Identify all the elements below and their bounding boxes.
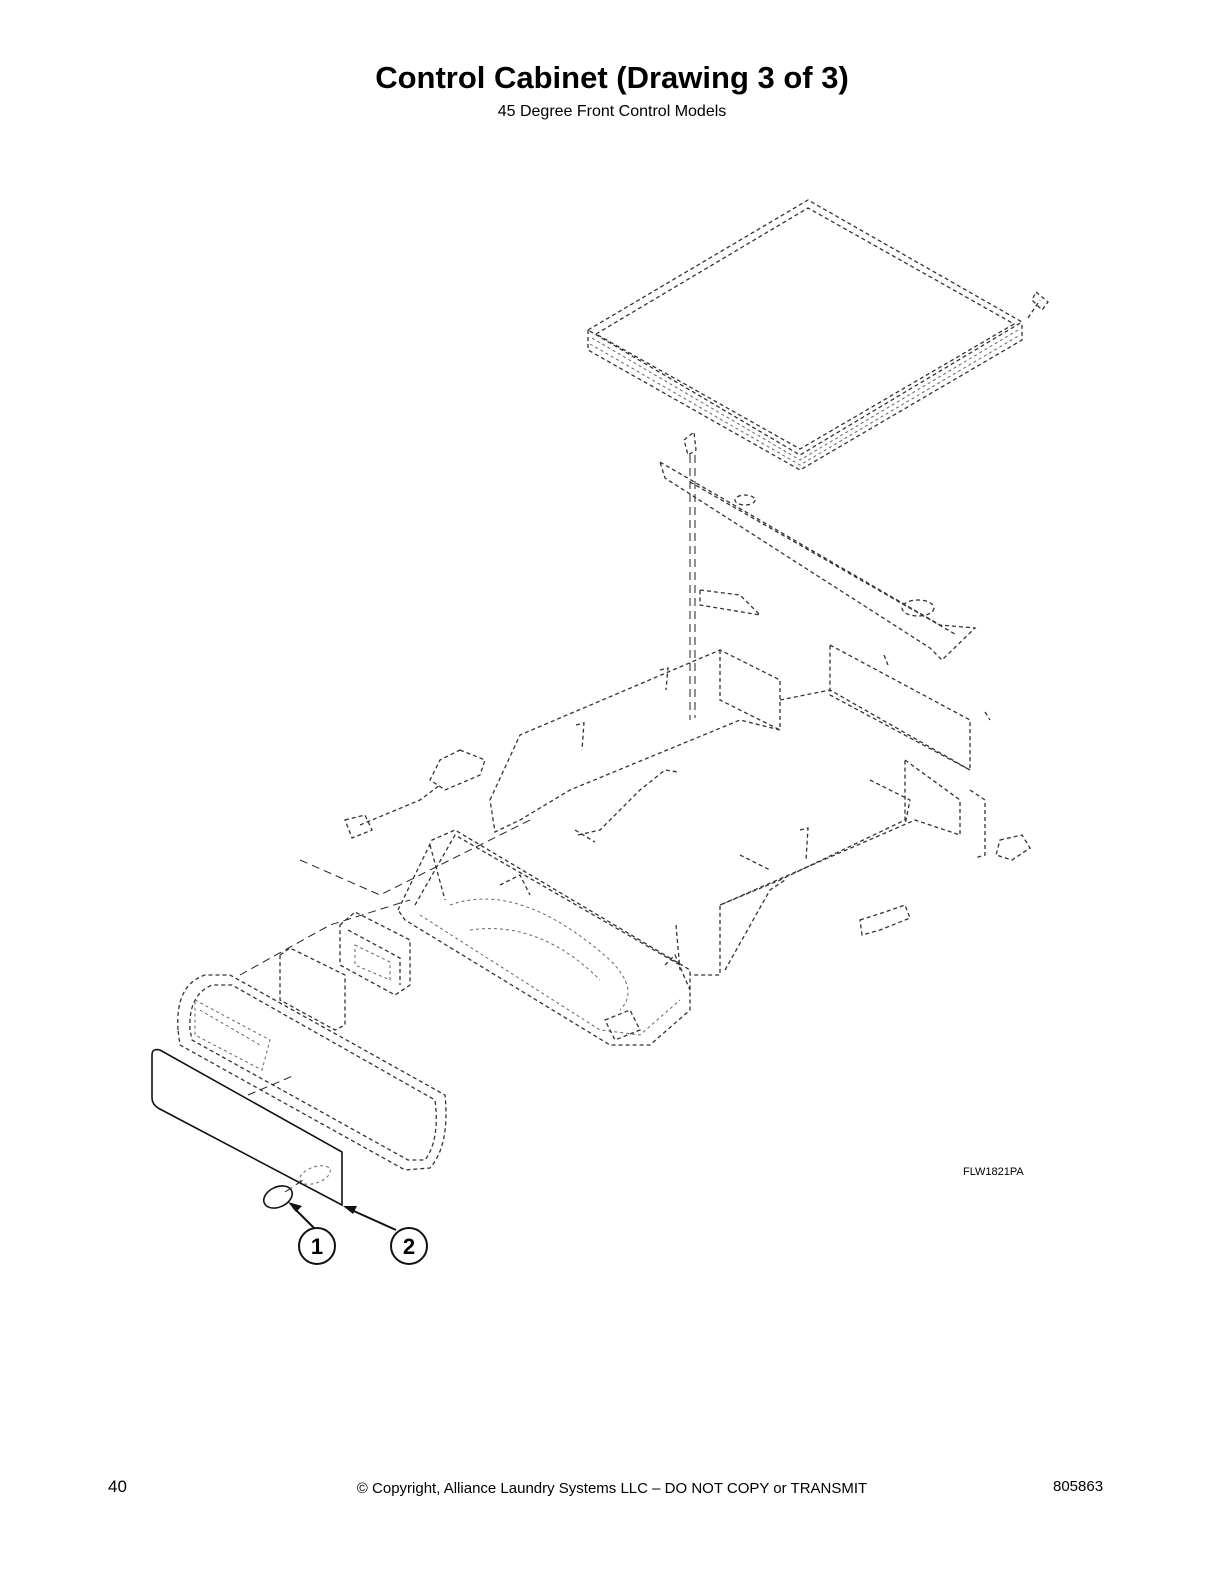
- callout-2-number: 2: [403, 1234, 415, 1259]
- cabinet-body: [489, 643, 1031, 976]
- rear-bracket: [658, 430, 977, 720]
- control-board: [339, 911, 411, 996]
- page-number: 40: [108, 1477, 127, 1496]
- badge-part: [262, 1179, 304, 1209]
- copyright-notice: © Copyright, Alliance Laundry Systems LL…: [356, 1480, 868, 1497]
- callout-2: 2: [390, 1227, 428, 1265]
- overlay-panel: [151, 1048, 343, 1207]
- document-number: 805863: [1053, 1478, 1104, 1495]
- callout-leaders: [288, 1202, 397, 1231]
- top-cover-panel: [586, 199, 1049, 471]
- control-panel-housing: [177, 974, 447, 1171]
- drawing-id: FLW1821PA: [963, 1166, 1024, 1178]
- board-bracket: [239, 899, 411, 1031]
- wire-harness: [299, 749, 679, 896]
- callout-1: 1: [298, 1227, 336, 1265]
- callout-1-number: 1: [311, 1234, 323, 1259]
- page-subtitle: 45 Degree Front Control Models: [497, 103, 727, 120]
- page-title: Control Cabinet (Drawing 3 of 3): [375, 60, 849, 95]
- console-tray: [397, 829, 691, 1046]
